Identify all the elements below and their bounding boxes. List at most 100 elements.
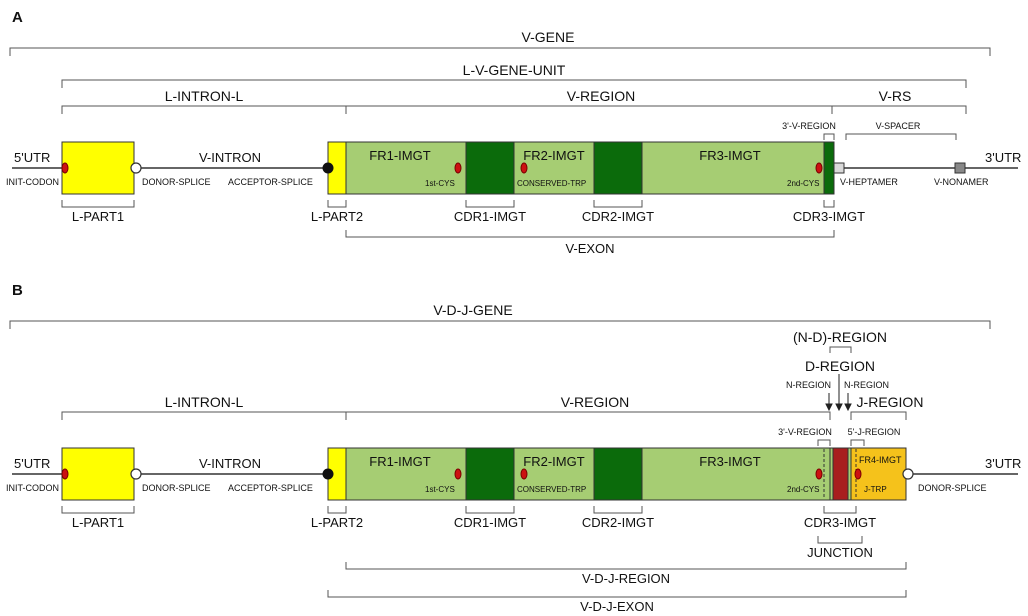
cdr1-label: CDR1-IMGT [454,209,526,224]
b-fr2-label: FR2-IMGT [523,454,584,469]
b-l-part1-label: L-PART1 [72,515,124,530]
b-cdr2-label: CDR2-IMGT [582,515,654,530]
vdj-exon-bracket [327,590,907,598]
trp-label: CONSERVED-TRP [517,179,586,188]
l-part1-box [61,141,135,195]
junction-label: JUNCTION [807,545,873,560]
cdr3-bracket [823,200,835,208]
j-trp-label: J-TRP [864,485,887,494]
b-cdr3-label: CDR3-IMGT [804,515,876,530]
v-intron-label: V-INTRON [199,150,261,165]
init-codon-marker [61,162,69,174]
cdr2-label: CDR2-IMGT [582,209,654,224]
vdj-region-label: V-D-J-REGION [582,571,670,586]
cdr1-box [465,141,515,195]
fr1-box [345,141,467,195]
b-utr3-label: 3'UTR [985,456,1021,471]
b-l-part1-box [61,447,135,501]
b-utr5-label: 5'UTR [14,456,50,471]
v-gene-bracket [9,47,991,56]
three-v-region-bracket [823,133,835,140]
b-trp-marker [520,468,528,480]
panel-a: A V-GENE L-V-GENE-UNIT L-INTRON-L V-REGI… [6,9,1021,256]
v-region-bracket [345,105,833,114]
l-intron-l-label: L-INTRON-L [165,88,244,104]
v-exon-label: V-EXON [565,241,614,256]
b-three-v-region-label: 3'-V-REGION [778,427,832,437]
v-rs-bracket [831,105,967,114]
nd-region-label: (N-D)-REGION [793,329,887,345]
b-cdr2-box [593,447,643,501]
j-trp-marker [854,468,862,480]
v-heptamer-box [833,162,845,174]
b-v-region-label: V-REGION [561,394,629,410]
j-region-label: J-REGION [857,394,924,410]
nd-region-bracket [829,346,852,353]
panel-a-letter: A [12,9,23,26]
v-nonamer-label: V-NONAMER [934,177,989,187]
vdj-exon-label: V-D-J-EXON [580,599,654,614]
j-region-bracket [850,411,907,420]
b-l-part1-bracket [61,506,135,514]
donor-splice-label: DONOR-SPLICE [142,177,211,187]
panel-b-letter: B [12,282,23,299]
v-region-label: V-REGION [567,88,635,104]
b-acceptor-splice-label: ACCEPTOR-SPLICE [228,483,313,493]
b-cdr1-box [465,447,515,501]
b-cys2-marker [815,468,823,480]
b-l-intron-l-label: L-INTRON-L [165,394,244,410]
b-cdr3-bracket [823,506,857,514]
donor-splice-marker [130,162,142,174]
b-v-intron-label: V-INTRON [199,456,261,471]
b-l-part2-bracket [327,506,347,514]
panel-b: B V-D-J-GENE (N-D)-REGION D-REGION N-REG… [6,282,1021,614]
b-cys2-label: 2nd-CYS [787,485,819,494]
b-trp-label: CONSERVED-TRP [517,485,586,494]
vdj-gene-bracket [9,320,991,329]
cdr2-box [593,141,643,195]
v-heptamer-label: V-HEPTAMER [840,177,898,187]
cdr3-label: CDR3-IMGT [793,209,865,224]
b-l-part2-label: L-PART2 [311,515,363,530]
b-cys1-marker [454,468,462,480]
fr3-label: FR3-IMGT [699,148,760,163]
cys2-label: 2nd-CYS [787,179,819,188]
b-fr3-label: FR3-IMGT [699,454,760,469]
b-donor-splice-label-1: DONOR-SPLICE [142,483,211,493]
b-cdr1-label: CDR1-IMGT [454,515,526,530]
l-v-gene-unit-label: L-V-GENE-UNIT [463,62,566,78]
cys1-marker [454,162,462,174]
v-nonamer-box [954,162,966,174]
l-part2-bracket [327,200,347,208]
five-j-region-label: 5'-J-REGION [848,427,901,437]
vdj-gene-label: V-D-J-GENE [433,302,512,318]
cdr2-bracket [593,200,643,208]
b-cdr1-bracket [465,506,515,514]
v-spacer-label: V-SPACER [876,121,921,131]
d-region-label: D-REGION [805,358,875,374]
b-acceptor-splice-marker [322,468,334,480]
v-gene-label: V-GENE [522,29,575,45]
cdr3-v-box [823,141,835,195]
cys1-label: 1st-CYS [425,179,455,188]
acceptor-splice-marker [322,162,334,174]
b-init-codon-marker [61,468,69,480]
l-intron-l-bracket [61,105,347,114]
v-exon-bracket [345,230,835,238]
b-cys1-label: 1st-CYS [425,485,455,494]
cdr1-bracket [465,200,515,208]
five-j-region-bracket [850,439,865,446]
v-spacer-bracket [845,133,957,140]
fr4-label: FR4-IMGT [859,455,902,465]
v-rs-label: V-RS [879,88,912,104]
b-fr1-box [345,447,467,501]
fr2-label: FR2-IMGT [523,148,584,163]
acceptor-splice-label: ACCEPTOR-SPLICE [228,177,313,187]
n-region-1-label: N-REGION [786,380,831,390]
three-v-region-label: 3'-V-REGION [782,121,836,131]
l-part1-bracket [61,200,135,208]
b-fr1-label: FR1-IMGT [369,454,430,469]
b-donor-splice-marker-2 [902,468,914,480]
b-cdr2-bracket [593,506,643,514]
